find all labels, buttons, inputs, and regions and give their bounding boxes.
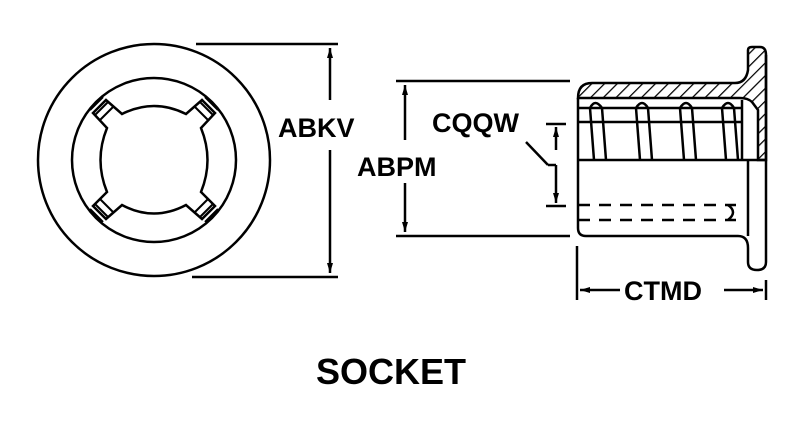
- dimension-abpm: [396, 79, 570, 238]
- dimension-cqqw: [525, 122, 566, 208]
- inner-ring: [70, 76, 238, 244]
- label-abpm: ABPM: [357, 152, 437, 182]
- dimension-ctmd: [575, 246, 768, 300]
- spring-coil: [634, 101, 654, 161]
- top-wall-hatch: [576, 45, 768, 162]
- end-view: [36, 42, 272, 278]
- body-outline: [576, 55, 768, 272]
- spring-coil: [678, 101, 698, 161]
- side-section: [576, 45, 768, 272]
- spring-coil: [720, 101, 740, 161]
- spring-coil: [588, 101, 608, 161]
- retaining-tabs: [89, 96, 219, 223]
- dimension-abkv: [192, 42, 338, 279]
- diagram-title: SOCKET: [316, 351, 466, 392]
- label-cqqw: CQQW: [432, 108, 520, 138]
- bore-outline: [91, 98, 217, 221]
- label-abkv: ABKV: [278, 113, 355, 143]
- label-ctmd: CTMD: [624, 276, 702, 306]
- outer-rim: [36, 42, 272, 278]
